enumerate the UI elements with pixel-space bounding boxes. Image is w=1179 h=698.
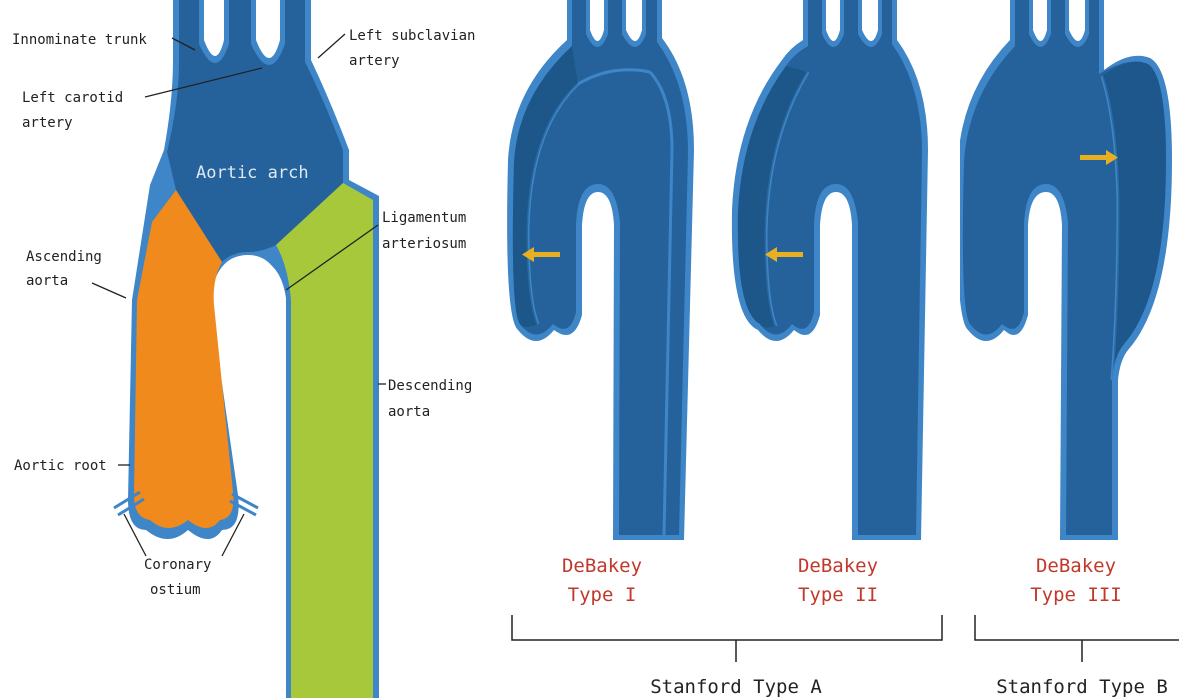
leader-left-subclavian — [318, 34, 345, 58]
label-ligamentum-1: Ligamentum — [382, 210, 466, 226]
label-descending-1: Descending — [388, 378, 472, 394]
label-descending-2: aorta — [388, 404, 430, 420]
label-debakey-type-1-line2: Type I — [568, 584, 637, 606]
leader-ascending — [92, 283, 126, 298]
label-ligamentum-2: arteriosum — [382, 236, 466, 252]
label-left-carotid-1: Left carotid — [22, 90, 123, 106]
label-aortic-root: Aortic root — [14, 458, 107, 474]
label-debakey-type-2-line2: Type II — [798, 584, 878, 606]
label-ascending-2: aorta — [26, 273, 68, 289]
label-aortic-arch: Aortic arch — [196, 163, 309, 183]
label-coronary-2: ostium — [150, 582, 201, 598]
label-left-carotid-2: artery — [22, 115, 73, 131]
debakey-type-2-illustration — [732, 0, 928, 540]
label-innominate-trunk: Innominate trunk — [12, 32, 147, 48]
label-ascending-1: Ascending — [26, 249, 102, 265]
label-debakey-type-3-line1: DeBakey — [1036, 555, 1116, 577]
label-left-subclavian-2: artery — [349, 53, 400, 69]
debakey-type-1-illustration — [507, 0, 694, 540]
label-debakey-type-2-line1: DeBakey — [798, 555, 878, 577]
label-stanford-type-b: Stanford Type B — [996, 676, 1168, 698]
label-left-subclavian-1: Left subclavian — [349, 28, 475, 44]
debakey-type-3-illustration — [957, 0, 1172, 540]
label-coronary-1: Coronary — [144, 557, 211, 573]
label-stanford-type-a: Stanford Type A — [650, 676, 822, 698]
normal-aorta-anatomy: Innominate trunk Left subclavian artery … — [12, 0, 475, 698]
label-debakey-type-3-line2: Type III — [1030, 584, 1122, 606]
stanford-b-bracket — [975, 615, 1179, 662]
label-debakey-type-1-line1: DeBakey — [562, 555, 642, 577]
stanford-a-bracket — [512, 615, 942, 662]
